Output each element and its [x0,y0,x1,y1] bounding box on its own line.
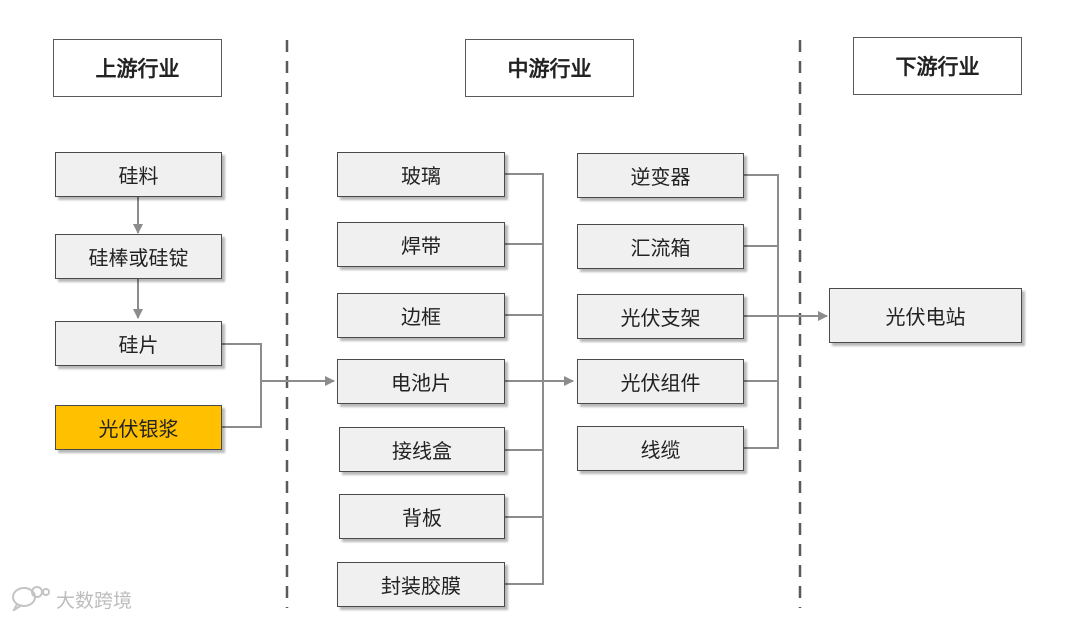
node-cell: 电池片 [337,359,505,404]
watermark: 大数跨境 [10,583,132,616]
node-pv-power-station: 光伏电站 [829,288,1022,343]
node-silicon-wafer: 硅片 [55,321,222,366]
node-pv-silver-paste: 光伏银浆 [55,405,222,450]
node-junction-box: 接线盒 [339,427,505,472]
node-backsheet: 背板 [339,494,505,539]
node-frame: 边框 [337,293,505,338]
node-pv-module: 光伏组件 [577,359,744,404]
header-upstream: 上游行业 [53,39,222,97]
header-downstream: 下游行业 [853,37,1022,95]
watermark-text: 大数跨境 [56,590,133,612]
node-glass: 玻璃 [337,152,505,197]
node-encapsulant-film: 封装胶膜 [337,562,505,607]
node-inverter: 逆变器 [577,153,744,198]
node-cable: 线缆 [577,426,744,471]
node-solder-ribbon: 焊带 [337,222,505,267]
node-combiner-box: 汇流箱 [577,224,744,269]
chat-bubble-icon [10,583,50,616]
node-silicon-material: 硅料 [55,152,222,197]
header-midstream: 中游行业 [465,39,634,97]
node-silicon-rod-ingot: 硅棒或硅锭 [55,234,222,279]
section-dividers [285,40,802,608]
bracket-materials-to-module [505,173,544,585]
node-pv-mount: 光伏支架 [577,294,744,339]
bracket-upstream-to-cell [222,343,262,428]
bracket-components-to-station [744,174,779,449]
